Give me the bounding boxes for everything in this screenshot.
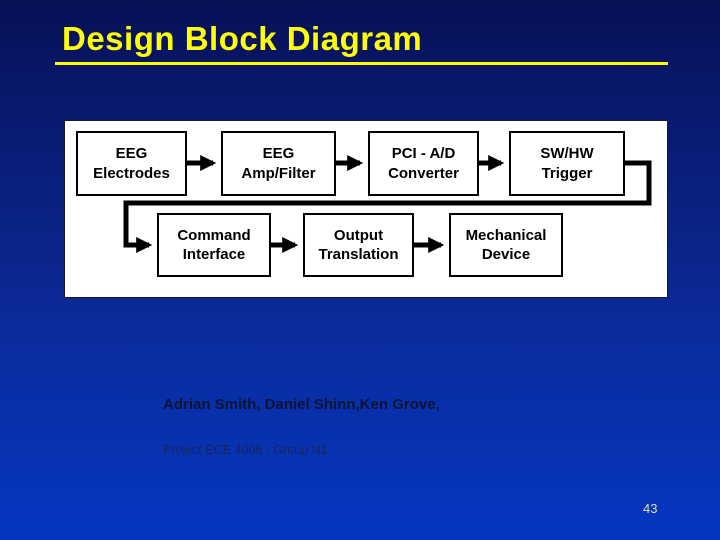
block-label-line: Mechanical [465, 226, 547, 244]
slide-page-number: 43 [643, 501, 658, 516]
block-label-line: Translation [318, 246, 399, 263]
block-label-line: Converter [388, 164, 459, 182]
block-pci-ad-converter: PCI - A/D Converter [368, 131, 479, 196]
slide-title: Design Block Diagram [62, 20, 423, 57]
block-label-line: Command [177, 226, 251, 244]
block-diagram-panel: EEG Electrodes EEG Amp/Filter PCI - A/D … [64, 120, 668, 298]
block-output-translation: Output Translation [303, 213, 414, 277]
block-label-line: Amp/Filter [241, 164, 316, 182]
block-label-line: Interface [182, 246, 246, 263]
block-command-interface: Command Interface [157, 213, 271, 277]
authors-line: Adrian Smith, Daniel Shinn,Ken Grove, [163, 396, 440, 413]
block-label-line: EEG [115, 145, 148, 162]
block-label-line: Output [333, 226, 384, 244]
block-sw-hw-trigger: SW/HW Trigger [509, 131, 625, 196]
block-label-line: EEG [262, 145, 295, 162]
block-eeg-electrodes: EEG Electrodes [76, 131, 187, 196]
block-label-line: SW/HW [540, 145, 594, 162]
block-mechanical-device: Mechanical Device [449, 213, 563, 277]
project-line: Project ECE 4006 - Group N1 [163, 443, 328, 457]
block-label-line: Device [481, 246, 531, 263]
block-eeg-amp-filter: EEG Amp/Filter [221, 131, 336, 196]
block-label-line: PCI - A/D [391, 145, 456, 162]
elbow-connector-trigger-to-command [123, 160, 652, 254]
block-label-line: Trigger [541, 164, 593, 182]
flow-arrows [123, 154, 652, 254]
title-underline [55, 62, 668, 65]
block-label-line: Electrodes [93, 164, 170, 182]
